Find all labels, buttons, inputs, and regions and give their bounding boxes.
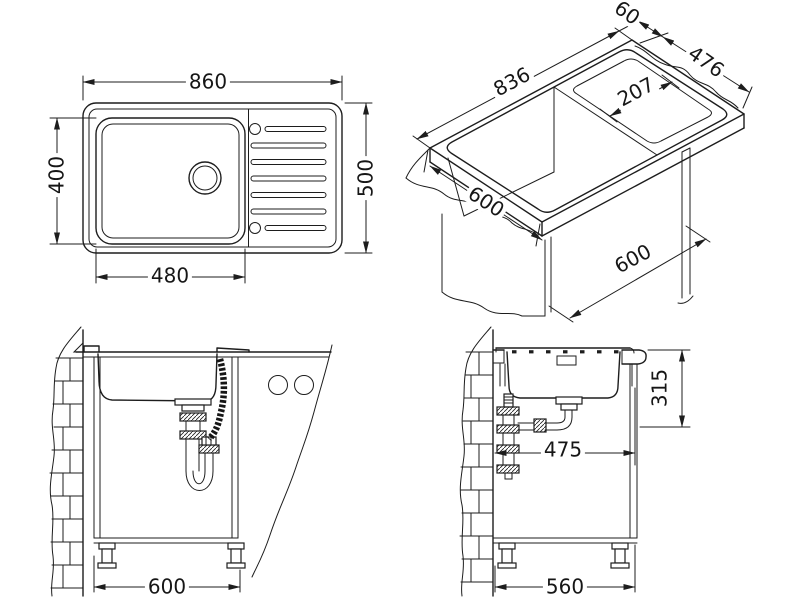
- bowl-outline: [95, 117, 246, 245]
- top-view: [49, 75, 373, 284]
- dim-label-overall-width: 860: [185, 71, 231, 93]
- bowl-section: [97, 353, 218, 402]
- cabinet-section: [93, 356, 246, 569]
- front-section-view: [49, 326, 333, 597]
- base-cabinet: [441, 147, 694, 317]
- drain-trap: [174, 358, 228, 491]
- drainboard-grooves: [249, 123, 327, 234]
- countertop-section: [75, 344, 333, 578]
- cabinet-leg: [97, 542, 117, 569]
- wall-hatching: [459, 326, 494, 597]
- bowl-section: [506, 351, 621, 399]
- overflow-slot: [556, 355, 577, 366]
- dim-label-drain-height: 315: [648, 365, 672, 411]
- drain-and-wall-trap: [496, 393, 583, 480]
- dim-label-overall-depth: 500: [354, 155, 378, 201]
- side-section-view: [459, 326, 691, 597]
- isometric-view: [405, 20, 753, 323]
- break-line: [405, 147, 431, 179]
- dim-label-cabinet-width: 600: [144, 576, 190, 598]
- cut-line: [251, 344, 333, 578]
- worktop-slab: [405, 39, 745, 237]
- knockout-hole: [268, 375, 288, 395]
- dim-label-bowl-width: 480: [147, 265, 193, 287]
- cabinet-leg: [226, 542, 246, 569]
- countertop-section: [492, 347, 647, 387]
- dim-label-trap-offset: 475: [540, 439, 586, 461]
- dim-label-cabinet-depth: 560: [542, 576, 588, 598]
- wall-hatching: [49, 326, 84, 597]
- drain-icon: [188, 161, 222, 195]
- cabinet-leg: [497, 542, 517, 569]
- flex-hose: [206, 358, 228, 442]
- sink-outline: [82, 102, 343, 254]
- rim-clips: [512, 350, 619, 354]
- cabinet-leg: [610, 542, 630, 569]
- dim-label-bowl-depth: 400: [45, 152, 69, 198]
- knockout-hole: [294, 375, 314, 395]
- top-view-dimensions: [49, 75, 373, 284]
